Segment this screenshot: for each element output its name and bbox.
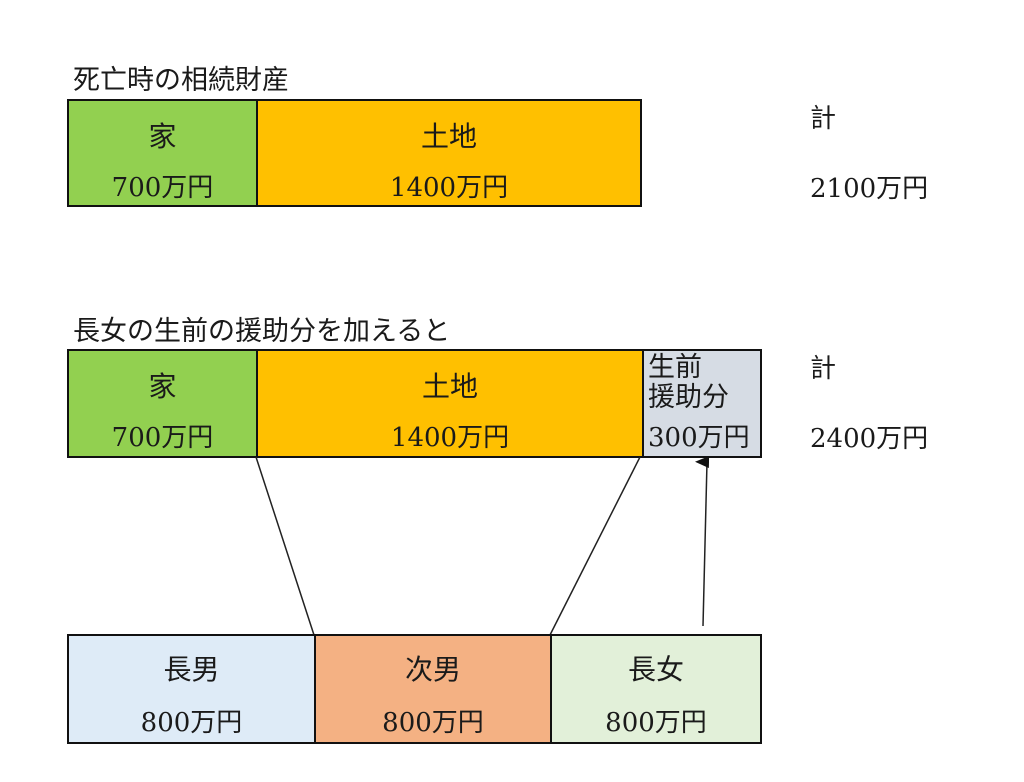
inheritance-at-death-bar: 家 700万円 土地 1400万円: [67, 99, 642, 207]
eldest-daughter-label: 長女: [627, 653, 684, 686]
land-segment: 土地 1400万円: [258, 351, 644, 456]
land-label: 土地: [420, 120, 477, 153]
heirs-share-bar: 長男 800万円 次男 800万円 長女 800万円: [67, 634, 762, 744]
inheritance-at-death-heading: 死亡時の相続財産: [73, 65, 289, 96]
house-amount: 700万円: [111, 173, 214, 203]
middle-total-value: 2400万円: [810, 424, 929, 454]
house-label: 家: [148, 120, 177, 153]
land-segment: 土地 1400万円: [258, 101, 640, 205]
house-segment: 家 700万円: [69, 101, 258, 205]
inheritance-with-gift-bar: 家 700万円 土地 1400万円 生前 援助分 300万円: [67, 349, 762, 458]
eldest-son-label: 長男: [163, 653, 220, 686]
lifetime-gift-label: 生前 援助分: [648, 352, 729, 413]
top-total-label: 計: [810, 104, 837, 134]
land-amount: 1400万円: [390, 423, 510, 453]
second-son-segment: 次男 800万円: [316, 636, 552, 742]
eldest-son-amount: 800万円: [140, 708, 243, 738]
land-amount: 1400万円: [389, 173, 509, 203]
left-connector-line: [255, 456, 315, 636]
house-amount: 700万円: [111, 423, 214, 453]
with-lifetime-gift-heading: 長女の生前の援助分を加えると: [73, 316, 451, 347]
eldest-son-segment: 長男 800万円: [69, 636, 316, 742]
house-segment: 家 700万円: [69, 351, 258, 456]
house-label: 家: [148, 370, 177, 403]
lifetime-gift-segment: 生前 援助分 300万円: [644, 351, 760, 456]
gift-arrow: [695, 456, 710, 627]
eldest-daughter-amount: 800万円: [605, 708, 707, 738]
eldest-daughter-segment: 長女 800万円: [552, 636, 760, 742]
right-connector-line: [549, 456, 641, 636]
lifetime-gift-amount: 300万円: [648, 423, 750, 453]
second-son-amount: 800万円: [382, 708, 484, 738]
middle-total-label: 計: [810, 354, 837, 384]
second-son-label: 次男: [404, 653, 461, 686]
land-label: 土地: [421, 370, 478, 403]
top-total-value: 2100万円: [810, 174, 929, 204]
